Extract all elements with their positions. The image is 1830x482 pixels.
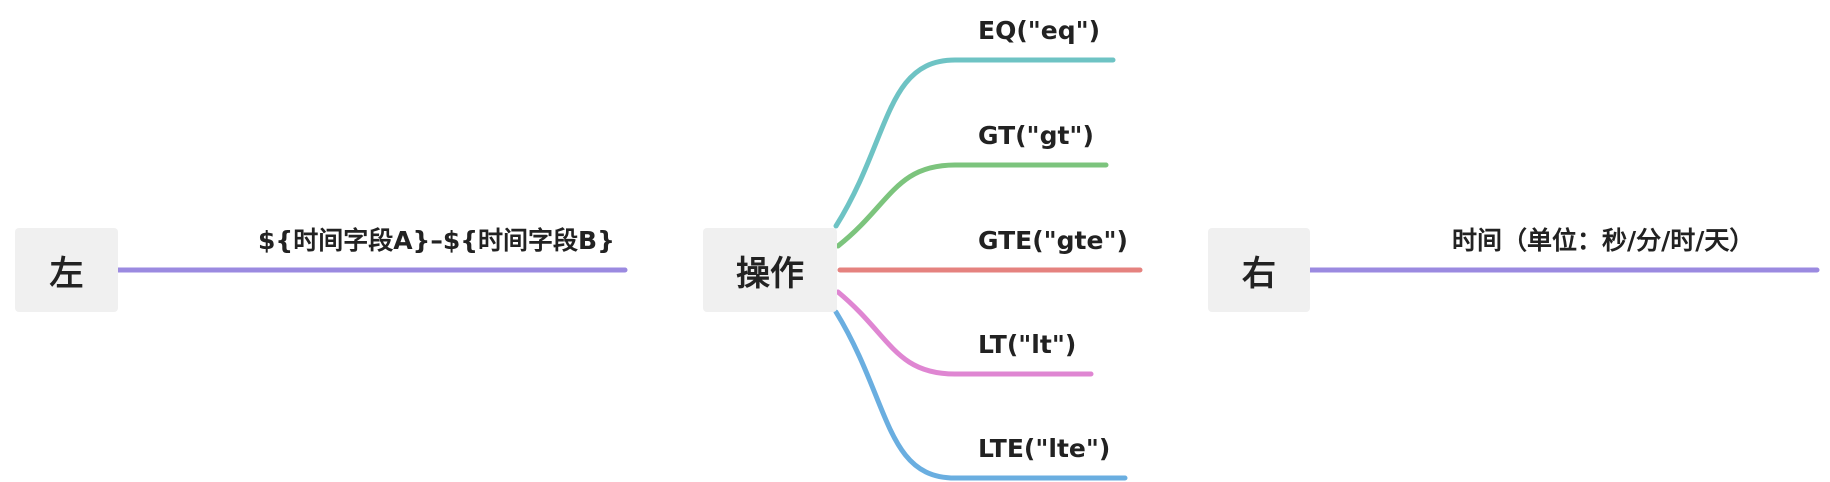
node-operation-label: 操作 xyxy=(736,253,804,294)
branch-label-time-unit: 时间（单位：秒/分/时/天） xyxy=(1452,226,1755,255)
branch-line-eq xyxy=(833,57,1116,229)
node-left-label: 左 xyxy=(49,253,84,294)
branch-label-lt: LT("lt") xyxy=(978,330,1077,359)
branch-label-time-diff: ${时间字段A}–${时间字段B} xyxy=(258,226,615,255)
node-left[interactable]: 左 xyxy=(15,228,118,312)
node-operation[interactable]: 操作 xyxy=(703,228,837,312)
branch-line-gt xyxy=(835,162,1109,249)
branch-line-lte xyxy=(833,309,1128,481)
node-right-label: 右 xyxy=(1242,253,1276,294)
branch-label-gte: GTE("gte") xyxy=(978,226,1128,255)
branch-label-eq: EQ("eq") xyxy=(978,16,1101,45)
branch-label-gt: GT("gt") xyxy=(978,121,1094,150)
branch-label-lte: LTE("lte") xyxy=(978,434,1111,463)
branch-line-lt xyxy=(835,289,1094,377)
node-right[interactable]: 右 xyxy=(1208,228,1310,312)
